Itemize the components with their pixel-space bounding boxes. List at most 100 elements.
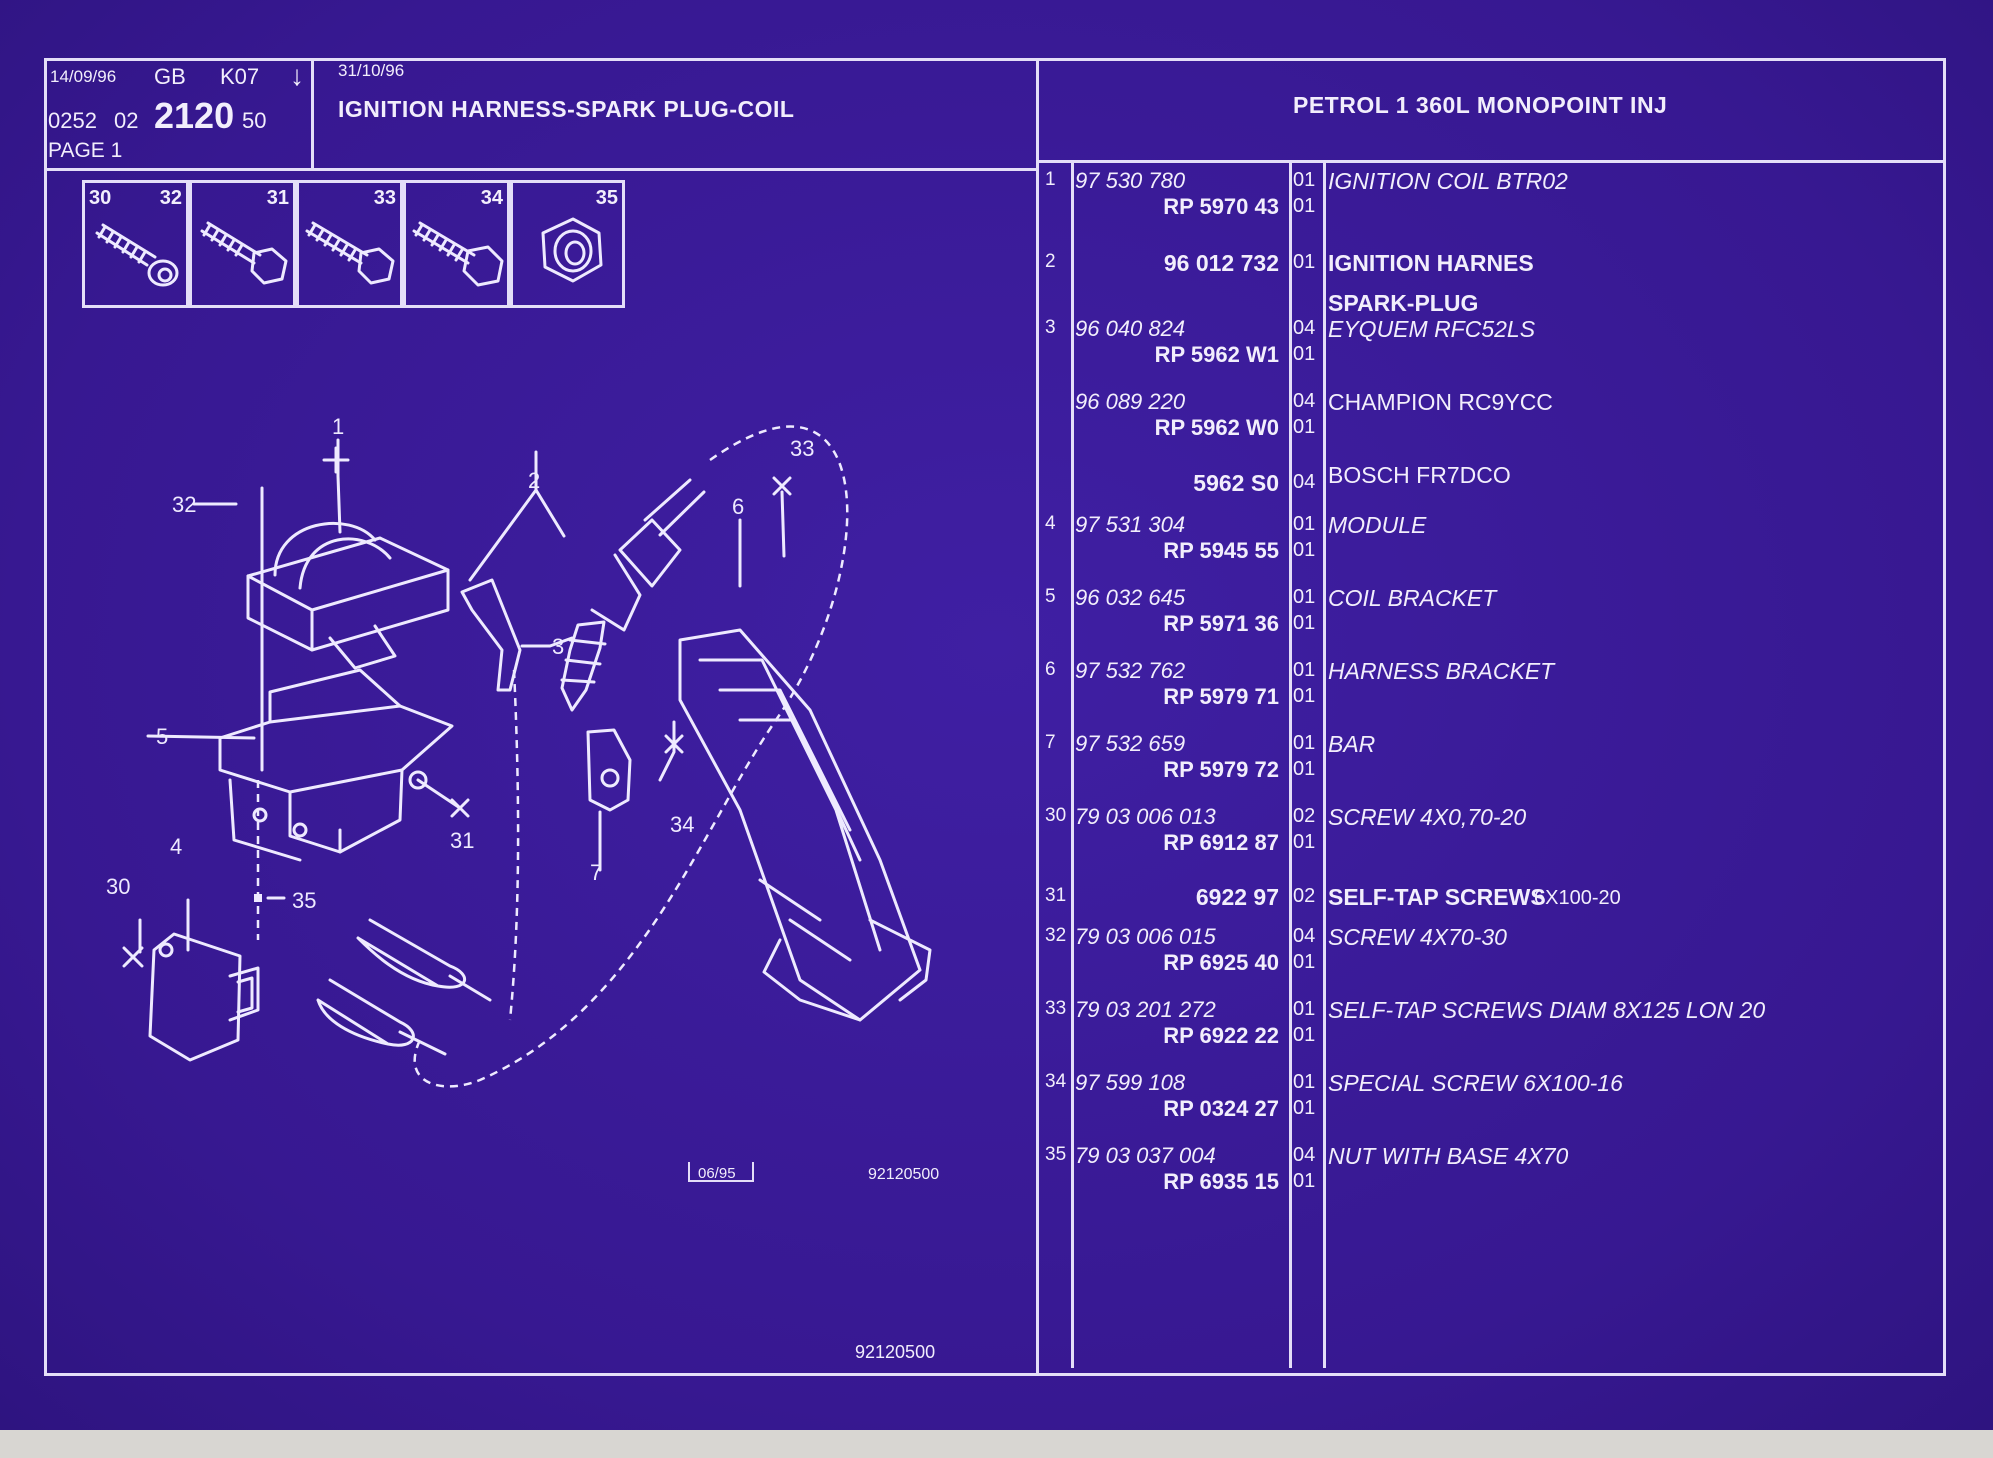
part-rp-number: RP 6925 40 <box>1163 950 1279 975</box>
part-ref: 7 <box>1045 732 1056 753</box>
part-number: 97 531 304 <box>1075 512 1186 537</box>
sheet-border <box>44 58 1946 1376</box>
part-ref: 3 <box>1045 317 1056 338</box>
part-qty: 01 <box>1293 251 1316 273</box>
part-qty: 01 <box>1293 732 1316 754</box>
part-qty: 04 <box>1293 925 1316 947</box>
parts-row: SPARK-PLUG <box>1040 292 1940 364</box>
part-rp-number: 96 012 732 <box>1163 250 1279 276</box>
header-divider-left <box>44 168 1039 171</box>
part-description-suffix: 6X100-20 <box>1534 887 1621 909</box>
thumb-screw-34: 34 <box>403 180 510 308</box>
part-qty: 04 <box>1293 1144 1316 1166</box>
part-qty: 04 <box>1293 317 1316 339</box>
part-ref: 32 <box>1045 925 1067 946</box>
callout-35: 35 <box>292 888 316 913</box>
part-number: 97 599 108 <box>1075 1070 1186 1095</box>
header-ref-c: 50 <box>242 108 267 133</box>
screw-tap-icon <box>305 221 395 285</box>
part-ref: 34 <box>1045 1071 1067 1092</box>
part-number: 97 532 659 <box>1075 731 1186 756</box>
part-rp-number: RP 5962 W1 <box>1154 342 1279 367</box>
callout-32: 32 <box>172 492 196 517</box>
header-divider-right <box>1038 160 1946 163</box>
part-qty: 01 <box>1293 169 1316 191</box>
part-qty: 04 <box>1293 390 1316 412</box>
header-lang: GB <box>154 64 186 89</box>
part-description: EYQUEM RFC52LS <box>1328 316 1536 342</box>
part-description: SELF-TAP SCREWS <box>1328 884 1546 910</box>
header-page: PAGE 1 <box>48 139 123 162</box>
plug-boot-part <box>460 578 522 692</box>
main-col-divider <box>1036 58 1039 1376</box>
date-box <box>688 1162 754 1182</box>
callout-30: 30 <box>106 874 130 899</box>
part-number: 79 03 037 004 <box>1075 1143 1216 1168</box>
part-number: 96 040 824 <box>1075 316 1186 341</box>
part-ref: 1 <box>1045 169 1056 190</box>
part-qty: 02 <box>1293 885 1316 907</box>
thumb-screw-30-32: 30 32 <box>82 180 189 308</box>
part-qty-2: 01 <box>1293 195 1316 217</box>
header-ref-b: 02 <box>114 108 139 133</box>
part-ref: 30 <box>1045 805 1067 826</box>
part-description: IGNITION HARNES <box>1328 250 1534 276</box>
part-rp-number: RP 5945 55 <box>1163 538 1279 563</box>
callout-31: 31 <box>450 828 474 853</box>
part-qty: 02 <box>1293 805 1316 827</box>
part-qty-2: 01 <box>1293 831 1316 853</box>
exploded-diagram: 1 2 3 4 5 6 7 30 31 32 33 34 35 <box>106 414 932 1088</box>
header-arrow-icon: ↓ <box>290 60 304 91</box>
callout-33: 33 <box>790 436 814 461</box>
part-rp-number: RP 6935 15 <box>1163 1169 1279 1194</box>
part-description: IGNITION COIL BTR02 <box>1328 168 1568 194</box>
screw-hex-icon <box>200 221 288 285</box>
ignition-coil-part <box>246 536 450 652</box>
date-box-text: 06/95 <box>698 1165 736 1182</box>
part-description: HARNESS BRACKET <box>1328 658 1555 684</box>
callout-7: 7 <box>590 860 602 885</box>
callout-5: 5 <box>156 724 168 749</box>
drawing-number: 92120500 <box>868 1166 940 1183</box>
part-number: 79 03 006 013 <box>1075 804 1216 829</box>
header-engine: PETROL 1 360L MONOPOINT INJ <box>1293 92 1668 118</box>
part-description: SCREW 4X70-30 <box>1328 924 1507 950</box>
part-rp-number: RP 5979 72 <box>1163 757 1279 782</box>
header-ref-a: 0252 <box>48 108 97 133</box>
thumb-label: 33 <box>373 187 396 209</box>
part-qty: 01 <box>1293 513 1316 535</box>
part-rp-number: 5962 S0 <box>1193 470 1279 496</box>
part-rp-number: RP 6912 87 <box>1163 830 1279 855</box>
callout-1: 1 <box>332 414 344 439</box>
table-col-qty <box>1289 160 1292 1368</box>
part-number: 97 532 762 <box>1075 658 1186 683</box>
part-description: SELF-TAP SCREWS DIAM 8X125 LON 20 <box>1328 997 1766 1023</box>
part-number: 79 03 201 272 <box>1075 997 1216 1022</box>
screw-special-icon <box>412 221 504 287</box>
thumb-label: 32 <box>159 187 182 209</box>
part-qty: 01 <box>1293 998 1316 1020</box>
part-description: SCREW 4X0,70-20 <box>1328 804 1527 830</box>
part-description: SPECIAL SCREW 6X100-16 <box>1328 1070 1623 1096</box>
callout-34: 34 <box>670 812 694 837</box>
part-qty-2: 01 <box>1293 1170 1316 1192</box>
header-col-divider <box>311 58 314 170</box>
part-qty-2: 01 <box>1293 1024 1316 1046</box>
spark-plug-part <box>560 620 606 712</box>
part-ref: 31 <box>1045 885 1067 906</box>
part-qty-2: 01 <box>1293 951 1316 973</box>
header-title: IGNITION HARNESS-SPARK PLUG-COIL <box>338 96 795 122</box>
thumb-label: 35 <box>595 187 618 209</box>
part-description: MODULE <box>1328 512 1427 538</box>
part-description: NUT WITH BASE 4X70 <box>1328 1143 1569 1169</box>
thumb-nut-35: 35 <box>510 180 625 308</box>
